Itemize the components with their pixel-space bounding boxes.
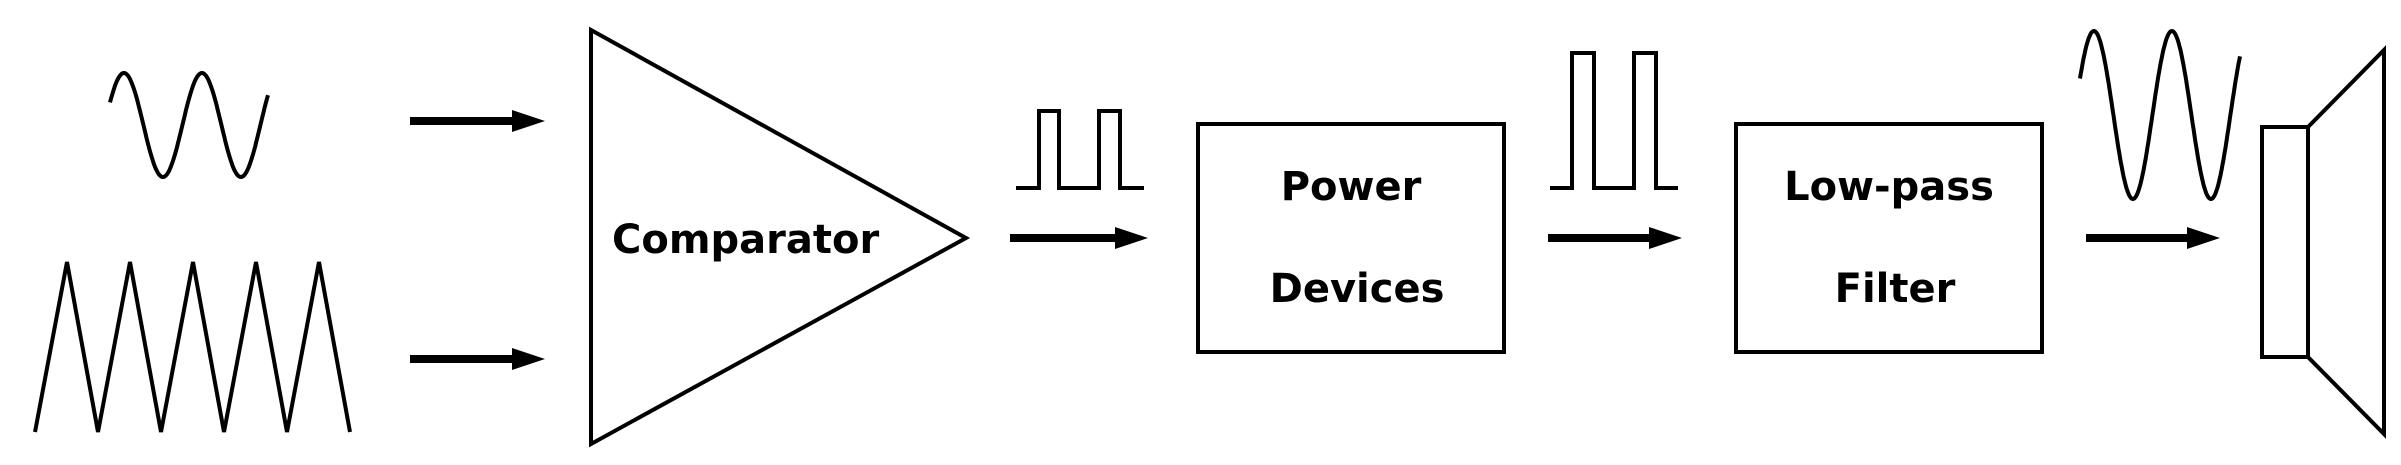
arrow-comparator-to-power [1010,227,1148,249]
arrow-triangle-to-comparator [410,348,545,370]
pwm-pulse-small [1016,109,1144,190]
comparator-block [589,26,971,448]
power-devices-label-line1: Power [1281,164,1422,210]
lowpass-filter-block [1734,122,2044,354]
lowpass-filter-label-line2: Filter [1835,266,1956,312]
power-devices-label-line2: Devices [1270,266,1445,312]
comparator-label: Comparator [612,217,879,263]
triangle-carrier-wave [33,261,352,433]
input-sine-wave [108,71,270,179]
speaker-icon [2260,45,2386,439]
lowpass-filter-label-line1: Low-pass [1784,164,1994,210]
pwm-pulse-amplified [1550,51,1678,190]
arrow-sine-to-comparator [410,110,545,132]
arrow-power-to-filter [1548,227,1682,249]
arrow-filter-to-speaker [2086,227,2220,249]
power-devices-block [1196,122,1506,354]
output-sine-wave [2078,29,2242,201]
